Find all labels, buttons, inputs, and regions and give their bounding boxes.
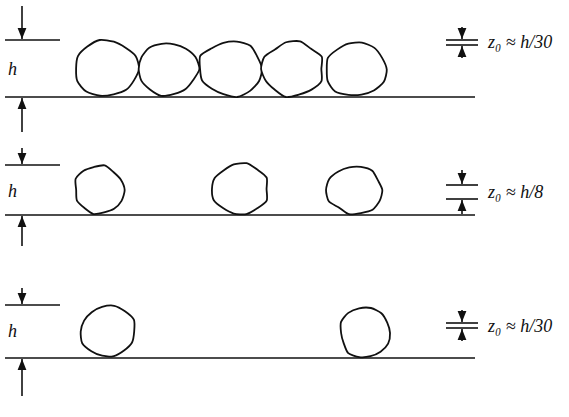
roughness-element: [261, 41, 322, 97]
dimension-arrow: [21, 148, 23, 164]
z0-arrow: [461, 310, 463, 322]
height-label: h: [8, 182, 17, 200]
z0-arrow: [461, 329, 463, 341]
z0-tick: [446, 184, 478, 186]
height-label: h: [8, 322, 17, 340]
height-tick: [5, 164, 60, 166]
dimension-arrow: [21, 6, 23, 39]
roughness-element: [327, 42, 387, 95]
roughness-length-label: z₀ ≈ h/30: [488, 33, 552, 51]
z0-tick: [446, 322, 478, 324]
ground-line: [5, 357, 475, 359]
height-tick: [5, 39, 60, 41]
z0-tick: [446, 39, 478, 41]
roughness-length-label: z₀ ≈ h/8: [488, 183, 543, 201]
z0-tick: [446, 327, 478, 329]
roughness-element: [200, 41, 263, 97]
height-tick: [5, 304, 60, 306]
dimension-arrow: [21, 288, 23, 304]
z0-arrow: [461, 170, 463, 184]
z0-tick: [446, 198, 478, 200]
z0-tick: [446, 44, 478, 46]
dimension-arrow: [21, 98, 23, 132]
roughness-element: [75, 165, 124, 214]
roughness-length-label: z₀ ≈ h/30: [488, 317, 552, 335]
roughness-element: [139, 44, 200, 96]
z0-arrow: [461, 27, 463, 39]
roughness-element: [76, 40, 139, 96]
dimension-arrow: [21, 216, 23, 246]
roughness-element: [212, 163, 267, 214]
height-label: h: [8, 60, 17, 78]
roughness-element: [81, 306, 135, 357]
z0-arrow: [461, 200, 463, 214]
z0-arrow: [461, 46, 463, 58]
roughness-element: [341, 308, 390, 358]
roughness-element: [326, 167, 382, 215]
dimension-arrow: [21, 359, 23, 396]
